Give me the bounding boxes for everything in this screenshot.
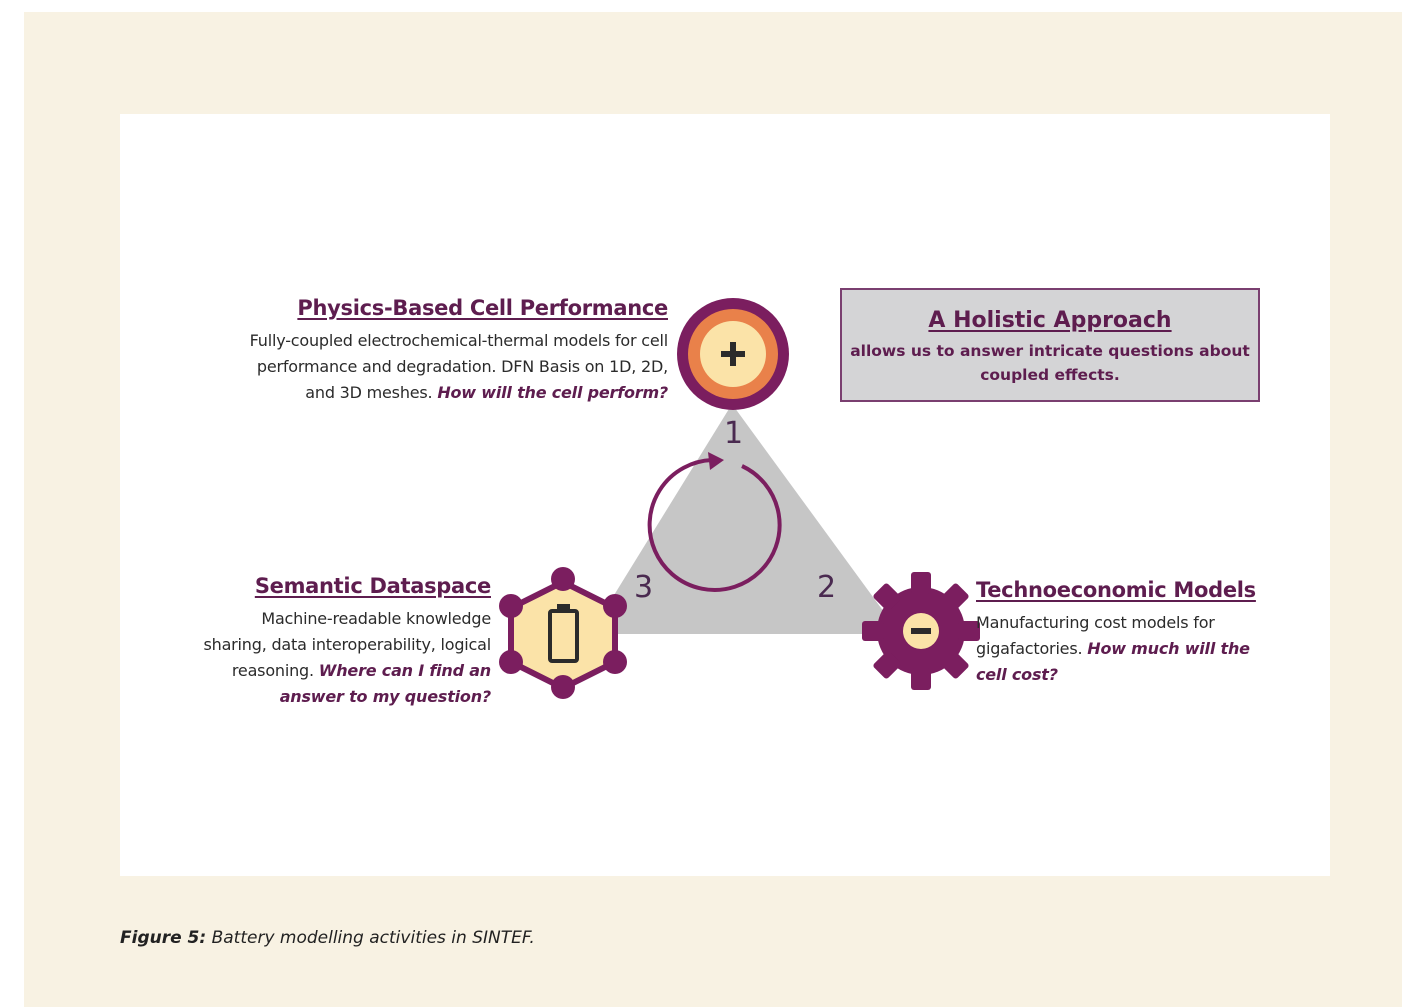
semantic-question-a: Where can I find an	[318, 661, 491, 680]
technoeconomic-description: Manufacturing cost models for gigafactor…	[976, 610, 1306, 688]
technoeconomic-title: Technoeconomic Models	[976, 578, 1256, 602]
diagram-graphics	[499, 298, 980, 699]
semantic-line-1: Machine-readable knowledge	[261, 609, 491, 628]
cycle-triangle	[590, 404, 900, 634]
physics-line-3: and 3D meshes.	[305, 383, 433, 402]
physics-title: Physics-Based Cell Performance	[297, 296, 668, 320]
technoeconomic-line-2: gigafactories.	[976, 639, 1083, 658]
physics-description: Fully-coupled electrochemical-thermal mo…	[148, 328, 669, 406]
holistic-approach-box: A Holistic Approach allows us to answer …	[840, 288, 1260, 402]
semantic-line-3: reasoning.	[231, 661, 314, 680]
caption-text: Battery modelling activities in SINTEF.	[211, 928, 535, 948]
step-number-3: 3	[634, 570, 654, 605]
physics-question: How will the cell perform?	[437, 383, 668, 402]
semantic-line-2: sharing, data interoperability, logical	[203, 635, 492, 654]
figure-canvas: 1 2 3 Physics-Based Cell Performance Ful…	[120, 114, 1330, 876]
physics-line-2: performance and degradation. DFN Basis o…	[256, 357, 668, 376]
battery-icon	[499, 567, 627, 699]
technoeconomic-question-a: How much will the	[1087, 639, 1250, 658]
minus-icon	[862, 572, 980, 690]
step-number-1: 1	[724, 416, 744, 451]
physics-line-1: Fully-coupled electrochemical-thermal mo…	[249, 331, 669, 350]
semantic-question-b: answer to my question?	[279, 687, 492, 706]
holistic-description: allows us to answer intricate questions …	[850, 342, 1250, 384]
cycle-arrow-icon	[647, 452, 782, 592]
holistic-title: A Holistic Approach	[928, 308, 1172, 333]
semantic-title: Semantic Dataspace	[254, 574, 491, 598]
caption-label: Figure 5:	[120, 928, 207, 948]
page-panel: 1 2 3 Physics-Based Cell Performance Ful…	[24, 12, 1402, 1007]
plus-icon	[677, 298, 789, 410]
technoeconomic-line-1: Manufacturing cost models for	[976, 613, 1215, 632]
step-number-2: 2	[817, 570, 837, 605]
technoeconomic-question-b: cell cost?	[976, 665, 1058, 684]
semantic-description: Machine-readable knowledge sharing, data…	[131, 606, 492, 710]
figure-caption: Figure 5: Battery modelling activities i…	[120, 928, 535, 948]
